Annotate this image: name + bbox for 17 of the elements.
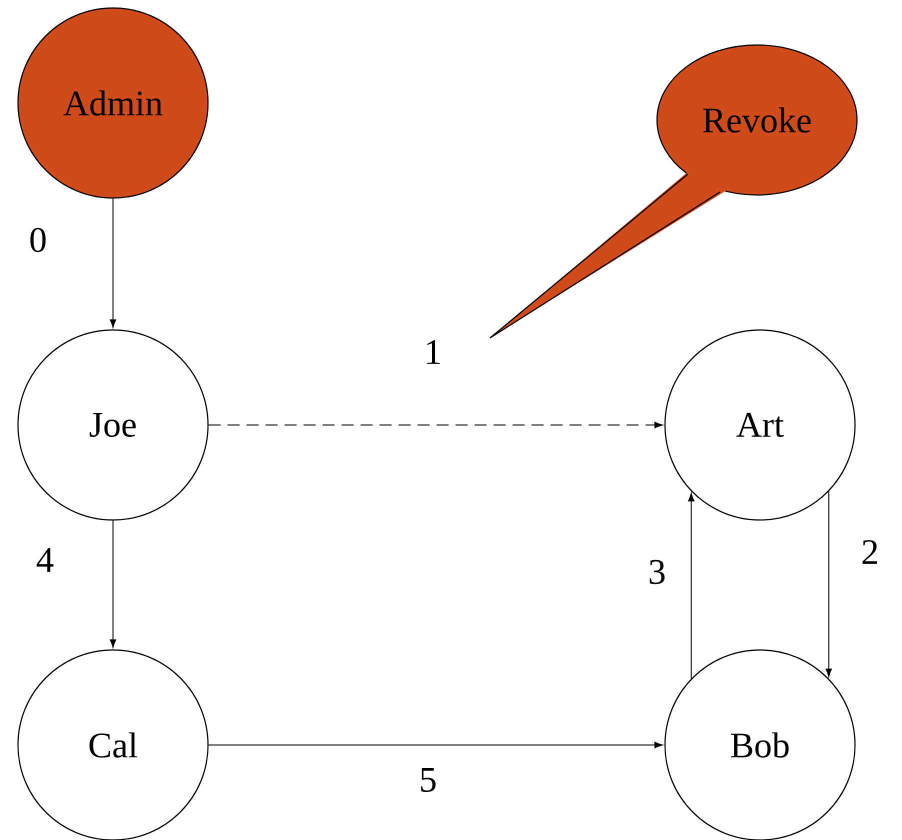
edge-label: 2 [862,540,878,564]
arrow [688,493,694,680]
edge-label: 4 [36,548,54,572]
circle-node: Admin [17,7,209,199]
circle-node: Joe [17,329,209,521]
edge-label: 0 [30,228,46,252]
edge-label: 1 [427,340,440,364]
arrow [110,520,116,648]
edge-label: 5 [421,768,436,792]
edge-label: 3 [650,560,665,584]
speech-bubble: Revoke [489,44,858,339]
arrow [208,742,663,748]
arrow [208,422,663,428]
arrow [110,198,116,328]
node-label: Revoke [703,107,811,133]
arrow [826,490,832,677]
circle-node: Art [664,329,856,521]
